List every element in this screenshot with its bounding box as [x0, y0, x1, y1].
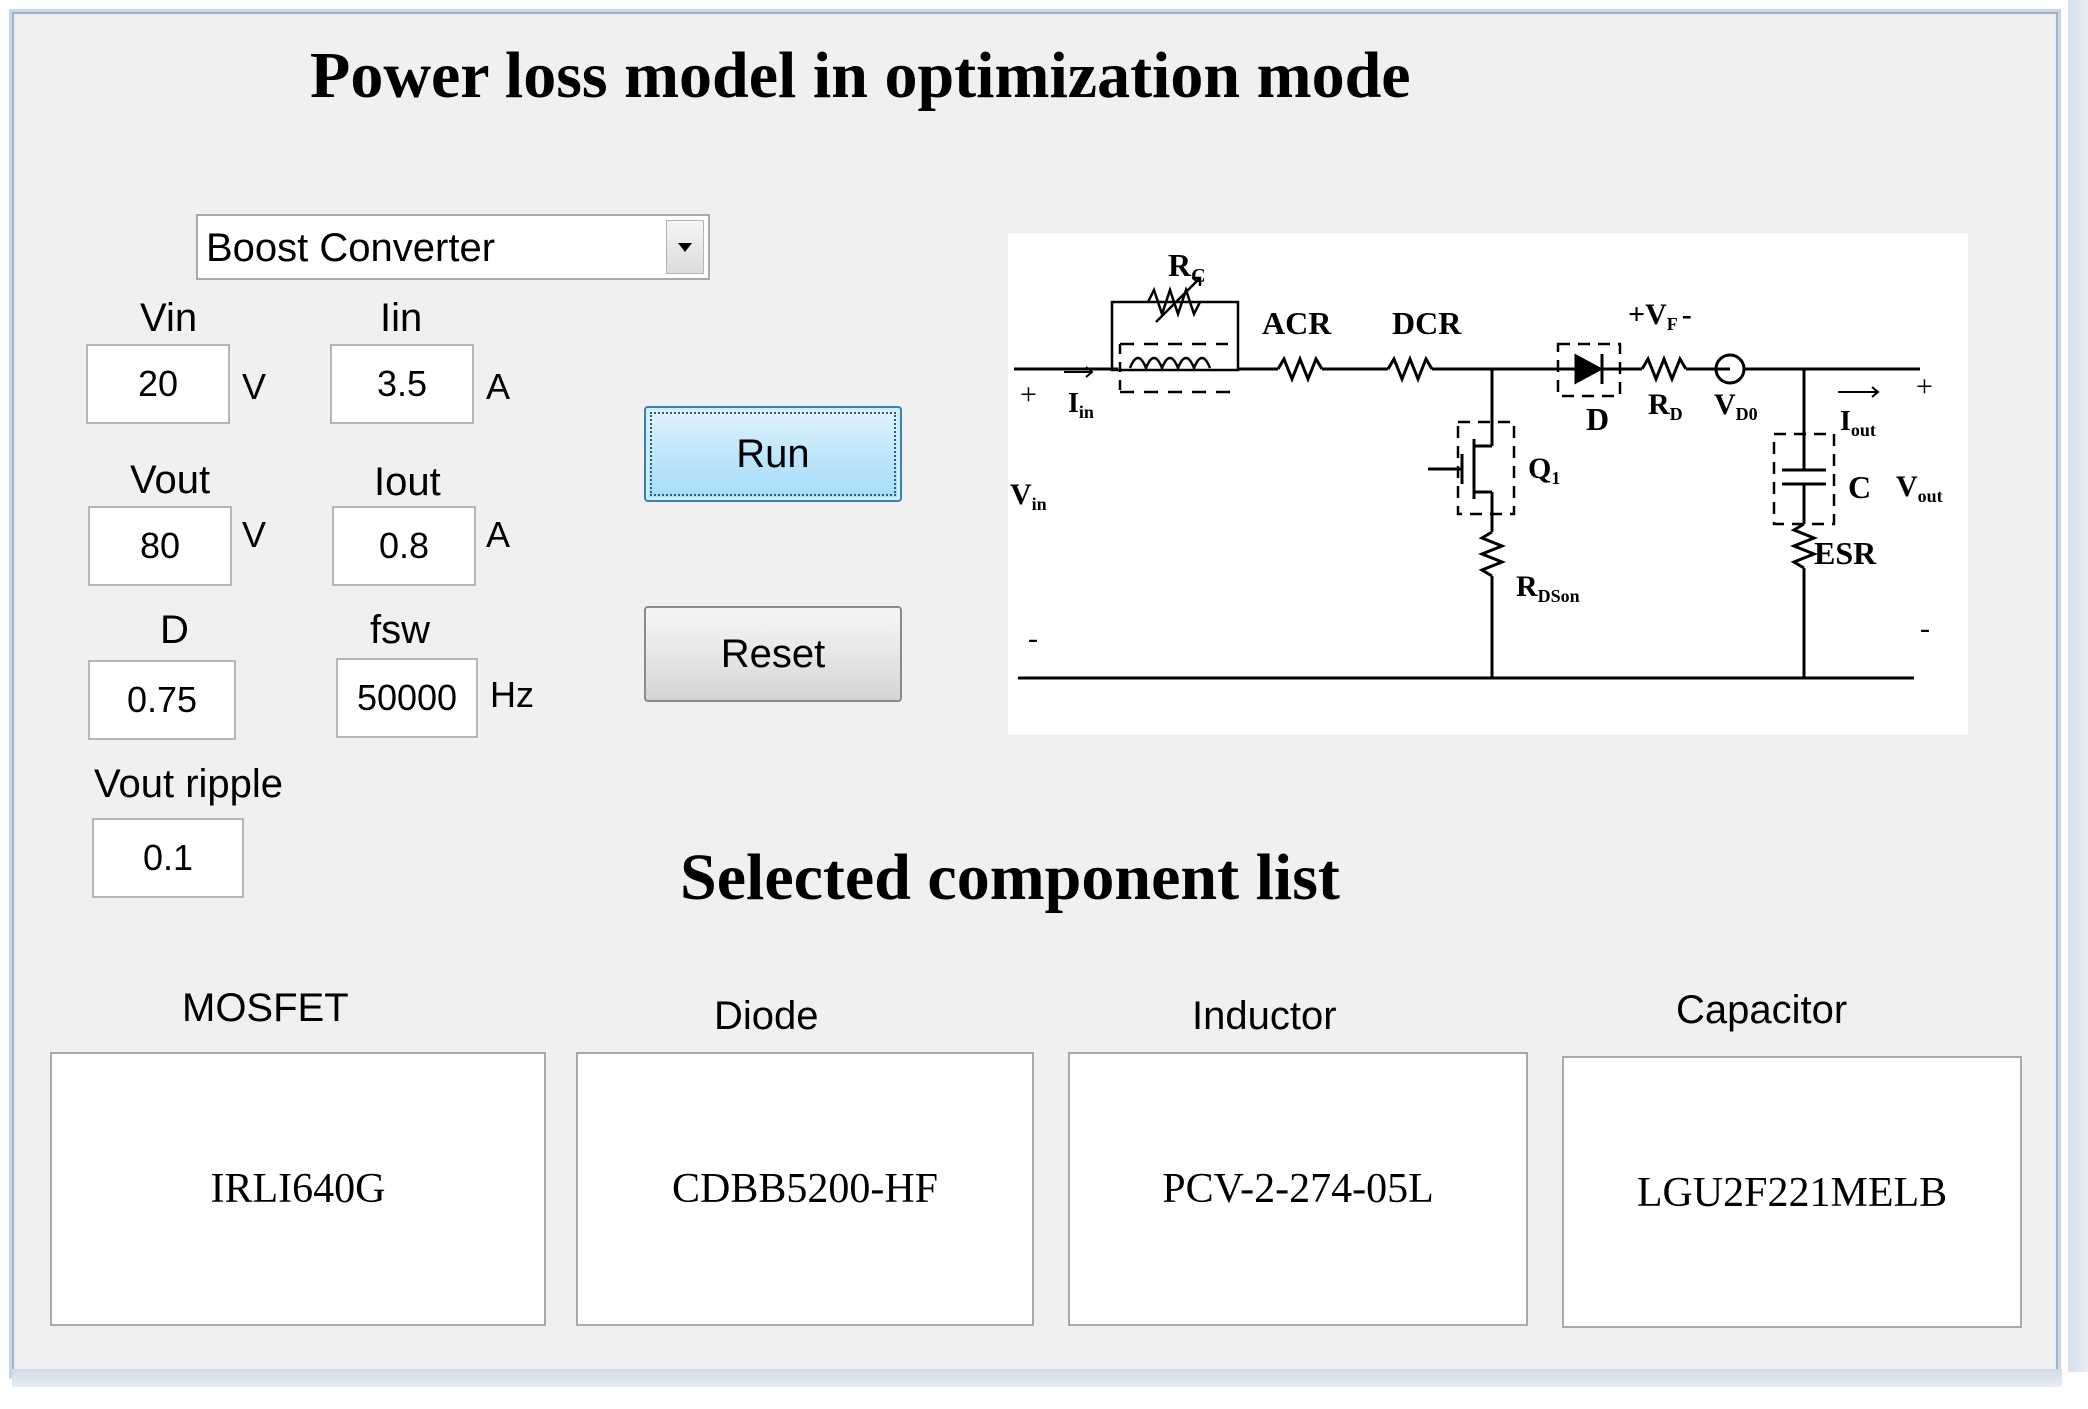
dropdown-button[interactable] — [666, 220, 704, 274]
iout-label: Iout — [374, 460, 441, 504]
chevron-down-icon — [678, 243, 692, 252]
boost-converter-schematic: RC ACR DCR +VF- D RD VD0 Iin Iout Vin Vo… — [1008, 234, 1968, 734]
vd0-label: VD0 — [1714, 388, 1758, 424]
d-label: D — [160, 608, 189, 652]
fsw-label: fsw — [370, 608, 430, 652]
iout-unit: A — [486, 514, 511, 555]
capacitor-label: Capacitor — [1676, 988, 1848, 1032]
iin-input[interactable]: 3.5 — [330, 344, 474, 424]
vout-unit: V — [242, 514, 267, 555]
vin-input[interactable]: 20 — [86, 344, 230, 424]
rds-label: RDSon — [1516, 570, 1580, 606]
iin-unit: A — [486, 366, 511, 407]
mosfet-value: IRLI640G — [50, 1052, 546, 1326]
vout-label: Vout — [130, 458, 211, 502]
run-button[interactable]: Run — [644, 406, 902, 502]
mosfet-label: MOSFET — [182, 986, 349, 1030]
iout-label: Iout — [1840, 406, 1876, 440]
capacitor-value: LGU2F221MELB — [1562, 1056, 2022, 1328]
vin-node-label: Vin — [1010, 478, 1047, 514]
vin-minus: - — [1028, 622, 1038, 655]
window-frame-bottom — [12, 1369, 2062, 1387]
iin-label: Iin — [1068, 388, 1094, 422]
page-title: Power loss model in optimization mode — [310, 39, 1411, 112]
rd-label: RD — [1648, 388, 1683, 424]
vout-minus: - — [1920, 612, 1930, 645]
vout-ripple-label: Vout ripple — [94, 762, 284, 806]
inductor-value: PCV-2-274-05L — [1068, 1052, 1528, 1326]
acr-label: ACR — [1262, 305, 1332, 341]
diode-value: CDBB5200-HF — [576, 1052, 1034, 1326]
vin-unit: V — [242, 366, 267, 407]
dcr-label: DCR — [1392, 305, 1462, 341]
converter-type-select[interactable]: Boost Converter — [196, 214, 710, 280]
component-list-title: Selected component list — [680, 841, 1340, 914]
iin-label: Iin — [380, 296, 423, 340]
fsw-input[interactable]: 50000 — [336, 658, 478, 738]
q1-label: Q1 — [1528, 452, 1560, 488]
iout-input[interactable]: 0.8 — [332, 506, 476, 586]
vout-ripple-input[interactable]: 0.1 — [92, 818, 244, 898]
d-input[interactable]: 0.75 — [88, 660, 236, 740]
vf-label: +VF- — [1628, 298, 1692, 334]
diode-label: Diode — [714, 994, 819, 1038]
vout-plus: + — [1916, 370, 1933, 403]
reset-button[interactable]: Reset — [644, 606, 902, 702]
vin-label: Vin — [140, 296, 198, 340]
rc-label: RC — [1168, 247, 1206, 287]
fsw-unit: Hz — [490, 674, 534, 715]
converter-type-value: Boost Converter — [206, 226, 496, 270]
inductor-label: Inductor — [1192, 994, 1337, 1038]
esr-label: ESR — [1814, 535, 1877, 571]
diode-label: D — [1586, 401, 1609, 437]
vin-plus: + — [1020, 378, 1037, 411]
vout-input[interactable]: 80 — [88, 506, 232, 586]
vout-node-label: Vout — [1896, 470, 1943, 506]
capacitor-label: C — [1848, 469, 1871, 505]
window-frame-right — [2068, 0, 2088, 1372]
